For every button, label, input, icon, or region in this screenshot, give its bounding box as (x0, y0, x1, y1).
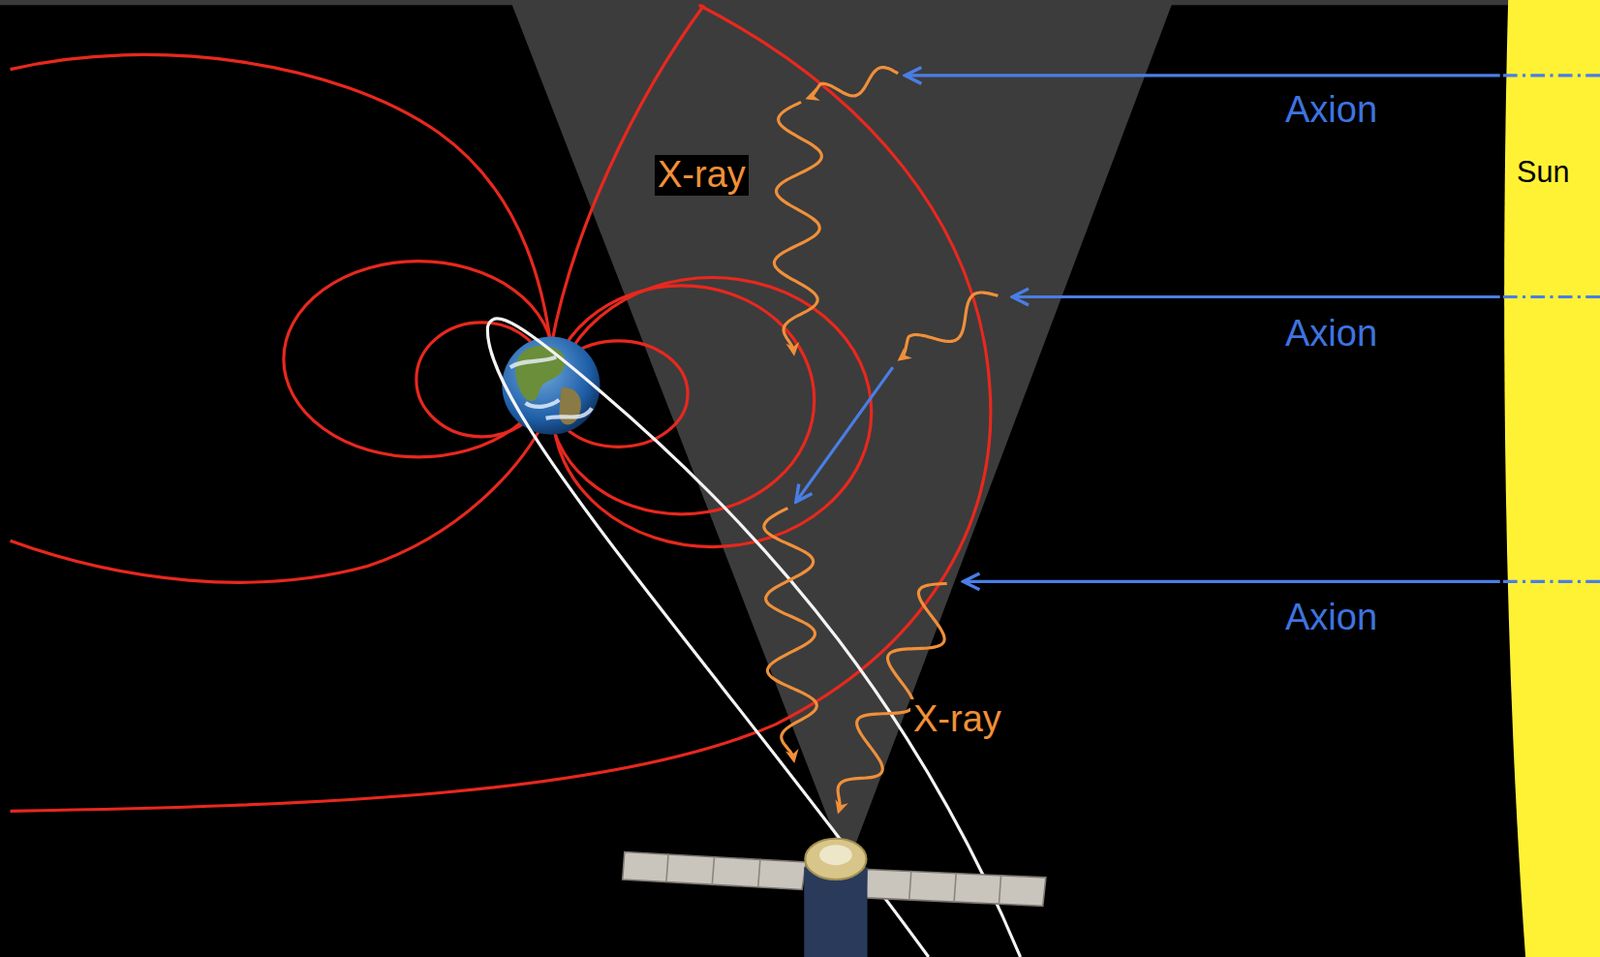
x-ray-wave (837, 583, 948, 811)
axion-rays (796, 75, 1600, 582)
x-ray-wave (807, 67, 898, 99)
field-lines (10, 4, 991, 811)
axion-label: Axion (1282, 313, 1381, 355)
field-of-view (510, 0, 1174, 867)
x-ray-label: X-ray (654, 154, 749, 196)
sun-band: Sun (1516, 0, 1600, 957)
satellite (622, 838, 1047, 957)
axion-label: Axion (1282, 597, 1381, 639)
orbit (487, 318, 1020, 957)
axion-label: Axion (1282, 90, 1381, 131)
sun-label: Sun (1516, 154, 1600, 189)
x-ray-wave (764, 508, 817, 761)
sun-band (1504, 0, 1600, 957)
x-ray-wave (773, 101, 822, 353)
x-ray-wave (899, 292, 998, 360)
x-ray-label: X-ray (910, 699, 1005, 740)
